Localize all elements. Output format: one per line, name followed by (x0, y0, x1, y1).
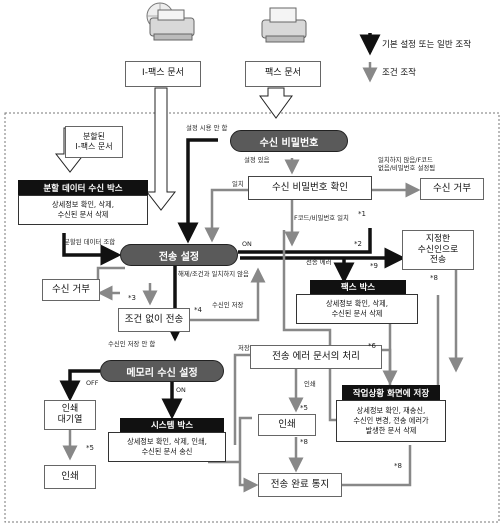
split-receive-box-body: 상세정보 확인, 삭제, 수신된 문서 삭제 (18, 195, 148, 225)
label-off: OFF (86, 379, 99, 387)
footnote-8c: *8 (394, 462, 402, 470)
footnote-4: *4 (194, 306, 202, 314)
label-pw-set: 설정 있음 (244, 156, 270, 164)
forward-setting-node: 전송 설정 (120, 244, 238, 266)
footnote-5a: *5 (300, 404, 308, 412)
footnote-6: *6 (368, 342, 376, 350)
status-save-body: 상세정보 확인, 재송신, 수신인 변경, 전송 에러가 발생한 문서 삭제 (336, 400, 446, 442)
label-on-1: ON (242, 240, 252, 248)
ifax-machine-icon (146, 2, 195, 41)
footnote-1: *1 (358, 210, 366, 218)
status-save-title: 작업상황 화면에 저장 (342, 385, 440, 400)
system-box-title: 시스템 박스 (120, 418, 224, 432)
ifax-source-arrow (145, 87, 177, 211)
label-match: 일치 (232, 180, 244, 188)
forward-to-destination-node: 지정한 수신인으로 전송 (402, 230, 474, 270)
legend-conditional-label: 조건 조작 (382, 68, 416, 78)
label-mismatch: 일치하지 않음/F코드 없음/비밀번호 설정됨 (378, 156, 436, 172)
fax-box-body: 상세정보 확인, 삭제, 수신된 문서 삭제 (296, 294, 418, 324)
password-check-node: 수신 비밀번호 확인 (248, 176, 372, 200)
reject-top-node: 수신 거부 (420, 178, 484, 200)
print-queue-node: 인쇄 대기열 (44, 400, 96, 430)
split-ifax-box: 분할된 I-팩스 문서 (65, 126, 123, 158)
transfer-complete-notice-node: 전송 완료 통지 (258, 473, 342, 497)
error-handling-node: 전송 에러 문서의 처리 (250, 345, 382, 369)
unconditional-forward-node: 조건 없이 전송 (118, 308, 190, 332)
label-on-2: ON (176, 386, 186, 394)
label-fcode-match: F코드/비밀번호 일치 (294, 214, 349, 222)
footnote-9: *9 (370, 262, 378, 270)
footnote-2: *2 (354, 240, 362, 248)
label-cancel: 해제/조건과 일치하지 않음 (178, 270, 249, 278)
footnote-8b: *8 (300, 438, 308, 446)
fax-box-title: 팩스 박스 (310, 280, 406, 294)
memory-receive-setting-node: 메모리 수신 설정 (100, 360, 224, 382)
footnote-5b: *5 (86, 444, 94, 452)
label-combined: 분할된 데이터 조합 (64, 238, 116, 246)
fax-machine-icon (261, 7, 307, 43)
footnote-3: *3 (128, 294, 136, 302)
outer-frame (4, 112, 500, 523)
legend-basic-label: 기본 설정 또는 일반 조작 (382, 40, 472, 50)
label-tx-error: 전송 에러 (306, 258, 332, 266)
label-pw-not-set: 설정 시용 안 함 (186, 124, 228, 132)
print-mid-node: 인쇄 (258, 414, 316, 436)
receive-password-node: 수신 비밀번호 (230, 130, 348, 152)
label-print: 인쇄 (304, 380, 316, 388)
label-rx-save-no: 수신인 저장 안 함 (108, 340, 156, 348)
label-save: 저장 (238, 344, 250, 352)
label-save-rx: 수신인 저장 (212, 301, 244, 309)
reject-left-node: 수신 거부 (42, 279, 100, 301)
ifax-document-box: I-팩스 문서 (125, 61, 201, 87)
print-bottom-node: 인쇄 (44, 465, 96, 489)
fax-source-arrow (259, 87, 293, 119)
footnote-8a: *8 (430, 274, 438, 282)
split-receive-box-title: 분할 데이터 수신 박스 (18, 180, 148, 195)
system-box-body: 상세정보 확인, 삭제, 인쇄, 수신된 문서 송신 (108, 432, 226, 462)
fax-document-box: 팩스 문서 (245, 61, 321, 87)
